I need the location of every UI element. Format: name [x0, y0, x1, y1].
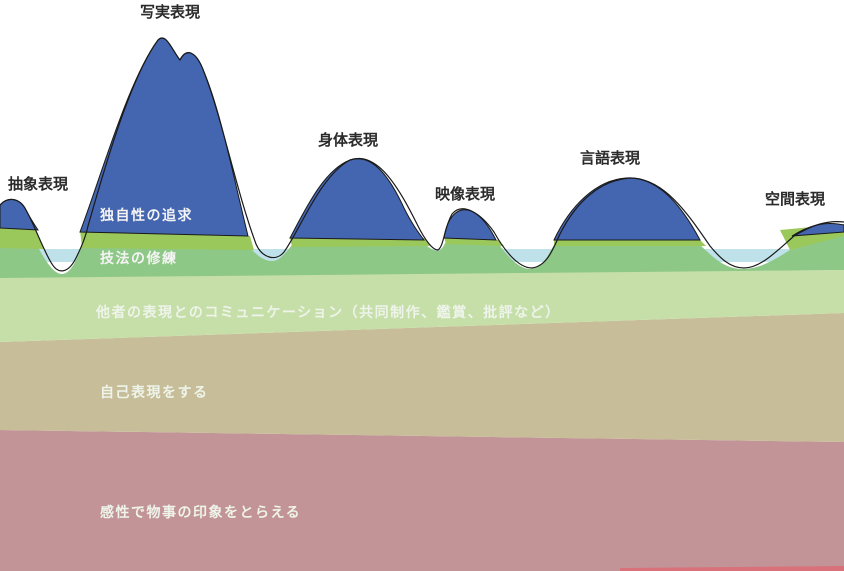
- layer-originality-band-video: [444, 237, 504, 246]
- peak-label-body: 身体表現: [318, 131, 378, 149]
- layer-label-originality: 独自性の追求: [100, 207, 193, 224]
- peak-label-video: 映像表現: [435, 185, 495, 203]
- layer-originality: [0, 228, 44, 249]
- peak-realism: [79, 37, 249, 237]
- peak-space: [791, 223, 844, 237]
- layer-originality-band-body: [290, 238, 430, 247]
- layer-perception-edge: [620, 566, 844, 571]
- layer-interaction: [0, 270, 844, 342]
- layer-label-perception: 感性で物事の印象をとらえる: [100, 504, 301, 521]
- layer-originality-band-language: [554, 240, 706, 246]
- ridge-line: [0, 37, 844, 272]
- peak-label-abstract: 抽象表現: [8, 175, 68, 193]
- layer-label-technique: 技法の修練: [100, 250, 178, 267]
- peak-abstract: [0, 198, 39, 231]
- layer-perception: [0, 430, 844, 571]
- layer-label-interaction: 他者の表現とのコミュニケーション（共同制作、鑑賞、批評など）: [95, 304, 561, 321]
- peak-label-space: 空間表現: [765, 190, 825, 208]
- layer-label-self-expression: 自己表現をする: [100, 384, 209, 401]
- layer-self-expression: [0, 313, 844, 442]
- peak-label-realism: 写実表現: [140, 3, 200, 21]
- peak-label-language: 言語表現: [580, 149, 640, 167]
- peak-body: [289, 158, 426, 241]
